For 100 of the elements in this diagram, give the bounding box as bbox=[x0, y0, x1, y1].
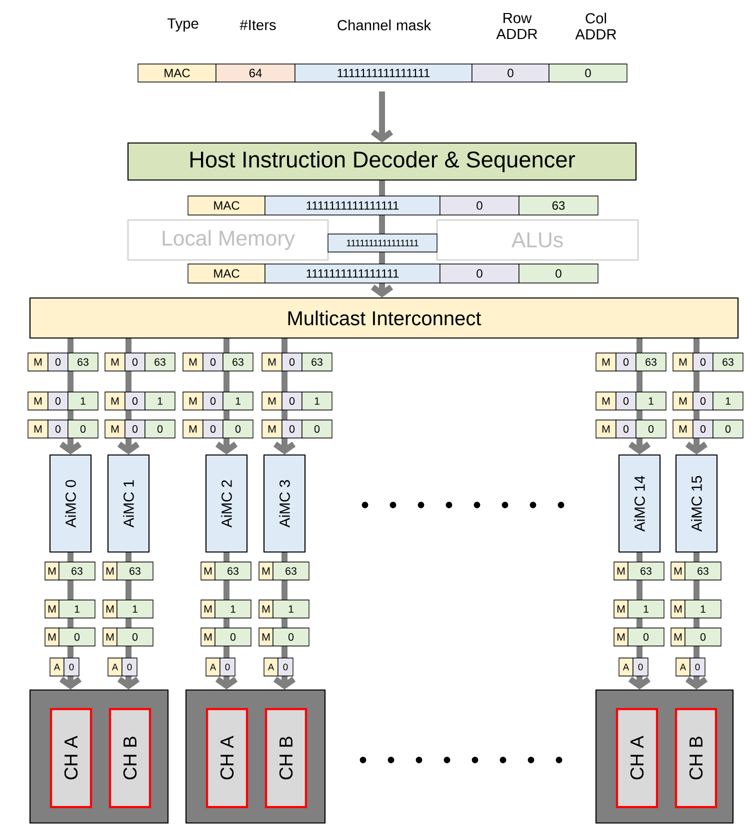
instruction-field: M bbox=[596, 420, 616, 438]
instruction-field: 0 bbox=[712, 420, 744, 438]
instruction-field: M bbox=[28, 392, 48, 410]
instruction-field: 0 bbox=[202, 392, 224, 410]
instruction-field: M bbox=[670, 562, 686, 580]
instruction-field: 63 bbox=[712, 352, 744, 372]
instruction-field: M bbox=[596, 352, 616, 372]
instruction-field: 0 bbox=[472, 64, 550, 82]
instruction-field: A bbox=[618, 658, 634, 676]
instruction-field: 63 bbox=[272, 562, 310, 580]
instruction-field: M bbox=[200, 628, 216, 646]
instruction-field: A bbox=[676, 658, 690, 676]
instruction-field: 0 bbox=[302, 420, 332, 438]
instruction-field: 0 bbox=[48, 392, 68, 410]
instruction-field: 1 bbox=[684, 600, 722, 618]
instruction-field: MAC bbox=[138, 64, 216, 82]
memory-box: Local Memory bbox=[127, 219, 329, 261]
instruction-field: M bbox=[182, 392, 204, 410]
instruction-field: 63 bbox=[628, 562, 664, 580]
instruction-field: M bbox=[44, 562, 60, 580]
instruction-field: 0 bbox=[282, 352, 302, 372]
decoder-box: Host Instruction Decoder & Sequencer bbox=[127, 142, 637, 181]
arrow bbox=[273, 338, 296, 454]
instruction-field: 0 bbox=[144, 420, 176, 438]
instruction-field: 63 bbox=[144, 352, 176, 372]
instruction-field: 0 bbox=[684, 628, 722, 646]
instruction-field: M bbox=[28, 420, 48, 438]
aimc-box: AiMC 1 bbox=[107, 454, 150, 553]
instruction-field: 0 bbox=[440, 196, 520, 216]
instruction-field: 0 bbox=[278, 658, 294, 676]
instruction-field: A bbox=[206, 658, 220, 676]
instruction-field: 63 bbox=[684, 562, 722, 580]
instruction-field: 0 bbox=[68, 420, 98, 438]
instruction-field: A bbox=[264, 658, 278, 676]
instruction-field: M bbox=[200, 562, 216, 580]
instruction-field: M bbox=[104, 420, 126, 438]
instruction-field: A bbox=[50, 658, 64, 676]
instruction-field: 1 bbox=[116, 600, 154, 618]
channel-box: CH B bbox=[674, 708, 718, 808]
instruction-field: 0 bbox=[690, 658, 706, 676]
alu-box: ALUs bbox=[436, 219, 639, 261]
instruction-field: M bbox=[672, 352, 694, 372]
instruction-field: M bbox=[258, 562, 274, 580]
aimc-box: AiMC 14 bbox=[618, 454, 661, 553]
instruction-field: M bbox=[102, 628, 118, 646]
instruction-field: 0 bbox=[616, 392, 636, 410]
instruction-field: M bbox=[258, 600, 274, 618]
instruction-field: 0 bbox=[692, 352, 714, 372]
instruction-field: 1 bbox=[272, 600, 310, 618]
instruction-field: M bbox=[262, 392, 282, 410]
instruction-field: 0 bbox=[632, 658, 648, 676]
instruction-field: A bbox=[108, 658, 122, 676]
instruction-field: 1 bbox=[68, 392, 98, 410]
instruction-field: 0 bbox=[64, 658, 80, 676]
instruction-field: 63 bbox=[302, 352, 332, 372]
instruction-field: 0 bbox=[220, 658, 236, 676]
column-header: Type bbox=[167, 18, 198, 32]
instruction-field: 1111111111111111 bbox=[264, 196, 440, 216]
instruction-field: 0 bbox=[282, 392, 302, 410]
instruction-field: 0 bbox=[692, 392, 714, 410]
instruction-field: M bbox=[200, 600, 216, 618]
instruction-field: 0 bbox=[282, 420, 302, 438]
instruction-field: 0 bbox=[616, 420, 636, 438]
instruction-field: M bbox=[262, 352, 282, 372]
instruction-field: 1 bbox=[636, 392, 666, 410]
instruction-field: 0 bbox=[48, 420, 68, 438]
instruction-field: 0 bbox=[48, 352, 68, 372]
instruction-field: 1 bbox=[144, 392, 176, 410]
column-header: #Iters bbox=[240, 20, 276, 30]
instruction-field: M bbox=[672, 420, 694, 438]
column-header: Row ADDR bbox=[496, 12, 538, 40]
instruction-field: 0 bbox=[124, 420, 146, 438]
instruction-field: M bbox=[596, 392, 616, 410]
column-header: Col ADDR bbox=[575, 12, 616, 40]
instruction-field: 0 bbox=[214, 628, 252, 646]
arrow bbox=[685, 338, 708, 454]
instruction-field: MAC bbox=[188, 196, 266, 216]
instruction-field: 0 bbox=[202, 352, 224, 372]
instruction-field: 63 bbox=[214, 562, 252, 580]
instruction-field: 1 bbox=[214, 600, 252, 618]
instruction-field: 0 bbox=[222, 420, 254, 438]
instruction-field: 63 bbox=[116, 562, 154, 580]
instruction-field: 63 bbox=[636, 352, 666, 372]
channel-box: CH A bbox=[206, 708, 248, 808]
instruction-field: 0 bbox=[548, 64, 628, 82]
instruction-field: 0 bbox=[692, 420, 714, 438]
instruction-field: M bbox=[670, 600, 686, 618]
aimc-box: AiMC 0 bbox=[49, 454, 92, 553]
instruction-field: M bbox=[614, 600, 628, 618]
instruction-field: M bbox=[104, 352, 126, 372]
instruction-field: 0 bbox=[440, 264, 520, 284]
instruction-field: 64 bbox=[216, 64, 296, 82]
instruction-field: 1111111111111111 bbox=[264, 264, 440, 284]
channel-box: CH A bbox=[50, 708, 92, 808]
instruction-field: M bbox=[262, 420, 282, 438]
instruction-field: 63 bbox=[58, 562, 96, 580]
instruction-field: 0 bbox=[636, 420, 666, 438]
instruction-field: 63 bbox=[68, 352, 98, 372]
instruction-field: M bbox=[104, 392, 126, 410]
instruction-field: M bbox=[182, 420, 204, 438]
